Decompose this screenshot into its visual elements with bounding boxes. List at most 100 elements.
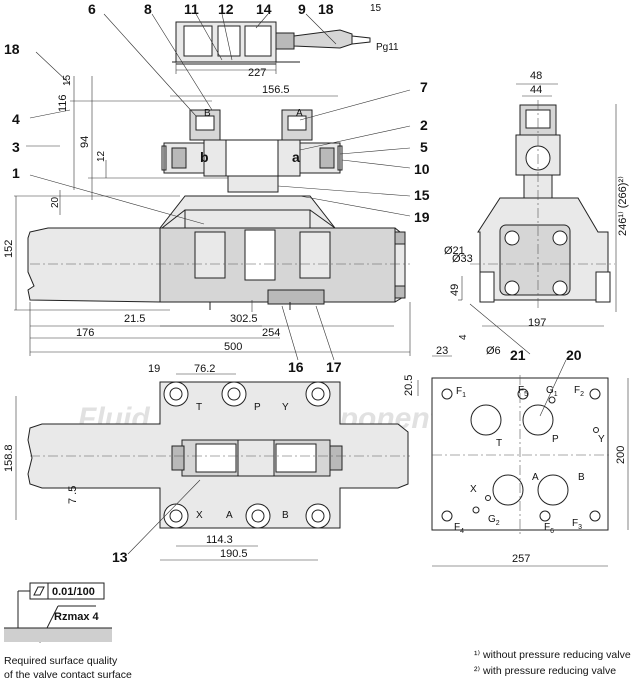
callout-18-left: 18 bbox=[4, 41, 20, 57]
callout-10: 10 bbox=[414, 161, 430, 177]
flatness-value: 0.01/100 bbox=[52, 586, 95, 598]
port-hole-t bbox=[470, 404, 502, 436]
bolt-hole-f4 bbox=[441, 510, 453, 522]
callout-11: 11 bbox=[184, 1, 199, 17]
dim-158-8: 158.8 bbox=[3, 444, 15, 472]
solenoid-labels: b a B A bbox=[200, 108, 303, 165]
face-port-A: A bbox=[532, 472, 539, 483]
callout-4: 4 bbox=[12, 111, 20, 127]
dimension-lines bbox=[14, 13, 629, 567]
dim-190-5: 190.5 bbox=[220, 548, 248, 560]
top-connector-view bbox=[172, 21, 371, 74]
callout-5: 5 bbox=[420, 139, 428, 155]
callout-16: 16 bbox=[288, 359, 304, 375]
dim-254: 254 bbox=[262, 327, 280, 339]
face-port-G2: G2 bbox=[488, 514, 500, 527]
dim-94: 94 bbox=[79, 136, 91, 148]
dim-15-top: 15 bbox=[370, 3, 382, 14]
face-port-F1: F1 bbox=[456, 386, 466, 399]
callout-9: 9 bbox=[298, 1, 306, 17]
dim-o6: Ø6 bbox=[486, 345, 501, 357]
callout-19: 19 bbox=[414, 209, 430, 225]
dim-23: 23 bbox=[436, 345, 448, 357]
footnotes: ¹⁾ without pressure reducing valve ²⁾ wi… bbox=[474, 649, 631, 677]
face-port-F2: F2 bbox=[574, 385, 584, 398]
footnote-1: ¹⁾ without pressure reducing valve bbox=[474, 649, 631, 661]
port-hole-g2 bbox=[472, 506, 480, 514]
solenoid-label-a: a bbox=[292, 149, 300, 165]
plan-port-X: X bbox=[196, 510, 203, 521]
dim-227: 227 bbox=[248, 67, 266, 79]
dim-19: 19 bbox=[148, 363, 160, 375]
dim-156-5: 156.5 bbox=[262, 84, 290, 96]
dim-257: 257 bbox=[512, 553, 530, 565]
dimension-texts: 15 Pg11 227 15 116 156.5 94 12 20 152 21… bbox=[3, 3, 629, 565]
surface-caption-1: Required surface quality bbox=[4, 655, 118, 667]
dim-246-266: 246¹⁾ (266)²⁾ bbox=[617, 176, 629, 236]
callout-17: 17 bbox=[326, 359, 342, 375]
callout-numbers: 6 8 11 12 14 9 18 18 4 3 1 7 2 5 10 15 1… bbox=[4, 1, 582, 565]
dim-176: 176 bbox=[76, 327, 94, 339]
callout-7: 7 bbox=[420, 79, 428, 95]
port-hole-b bbox=[537, 474, 569, 506]
plan-port-P: P bbox=[254, 402, 261, 413]
plan-port-B: B bbox=[282, 510, 289, 521]
callout-6: 6 bbox=[88, 1, 96, 17]
callout-18-top: 18 bbox=[318, 1, 334, 17]
callout-1: 1 bbox=[12, 165, 20, 181]
port-hole-a bbox=[492, 474, 524, 506]
bolt-hole-f2 bbox=[589, 388, 601, 400]
surface-caption-2: of the valve contact surface bbox=[4, 669, 132, 681]
port-face-view bbox=[431, 375, 610, 535]
face-port-G1: G1 bbox=[546, 385, 558, 398]
plan-view bbox=[27, 381, 410, 529]
front-view bbox=[27, 109, 410, 312]
dim-pg11: Pg11 bbox=[376, 42, 399, 53]
callout-15: 15 bbox=[414, 187, 430, 203]
dim-12: 12 bbox=[96, 150, 107, 162]
dim-o21: Ø21 bbox=[444, 245, 465, 257]
footnote-2: ²⁾ with pressure reducing valve bbox=[474, 665, 616, 677]
callout-20: 20 bbox=[566, 347, 582, 363]
face-port-T: T bbox=[496, 438, 502, 449]
face-port-labels: F1 F5 G1 F2 T P Y X A B F4 G2 F6 F3 bbox=[454, 385, 605, 535]
solenoid-port-B: B bbox=[204, 108, 211, 119]
bolt-hole-f1 bbox=[441, 388, 453, 400]
port-hole-x bbox=[485, 495, 491, 501]
dim-200: 200 bbox=[615, 446, 627, 464]
face-port-F6: F6 bbox=[544, 522, 554, 535]
dim-15-left: 15 bbox=[62, 74, 73, 86]
face-port-B: B bbox=[578, 472, 585, 483]
dim-116: 116 bbox=[57, 94, 69, 112]
face-port-P: P bbox=[552, 434, 559, 445]
callout-13: 13 bbox=[112, 549, 128, 565]
bolt-hole-f3 bbox=[589, 510, 601, 522]
plan-port-A: A bbox=[226, 510, 233, 521]
side-view bbox=[470, 100, 615, 310]
face-port-Y: Y bbox=[598, 434, 605, 445]
dim-20: 20 bbox=[50, 196, 61, 208]
face-port-F5: F5 bbox=[518, 385, 528, 398]
solenoid-port-A: A bbox=[296, 108, 303, 119]
dim-21-5: 21.5 bbox=[124, 313, 145, 325]
bolt-hole-f6 bbox=[539, 510, 551, 522]
callout-21: 21 bbox=[510, 347, 526, 363]
dim-500: 500 bbox=[224, 341, 242, 353]
dim-49: 49 bbox=[449, 284, 461, 296]
plan-port-labels: T P Y X A B bbox=[196, 402, 289, 521]
dim-7-5: 7 .5 bbox=[67, 486, 79, 504]
plan-port-Y: Y bbox=[282, 402, 289, 413]
callout-14: 14 bbox=[256, 1, 272, 17]
dim-302-5: 302.5 bbox=[230, 313, 258, 325]
surface-quality-symbol bbox=[4, 582, 112, 644]
callout-12: 12 bbox=[218, 1, 234, 17]
dim-20-5: 20.5 bbox=[403, 375, 415, 396]
dim-44: 44 bbox=[530, 84, 542, 96]
face-port-F4: F4 bbox=[454, 522, 464, 535]
dim-4: 4 bbox=[458, 334, 469, 340]
callout-2: 2 bbox=[420, 117, 428, 133]
port-hole-p bbox=[522, 404, 554, 436]
dim-o33: Ø33 bbox=[452, 253, 473, 265]
dim-76-2: 76.2 bbox=[194, 363, 215, 375]
